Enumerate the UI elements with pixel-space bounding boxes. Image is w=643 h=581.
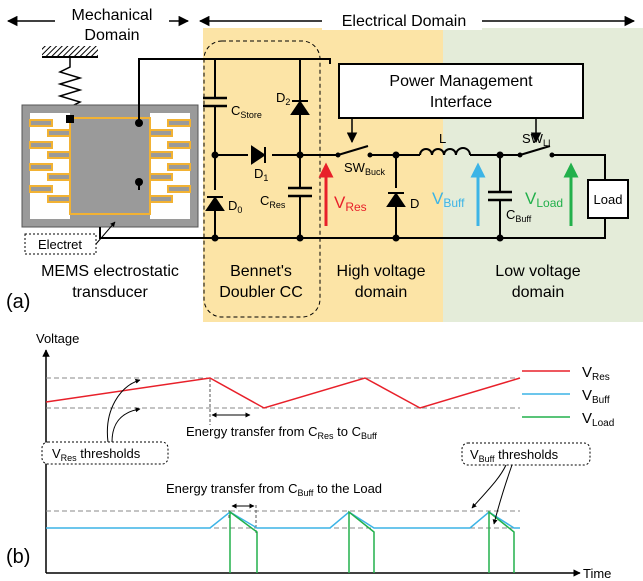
v-load-label: VLoad (525, 189, 563, 210)
pmi-label: Power Management (389, 73, 533, 90)
power-management-interface (338, 63, 584, 119)
low-voltage-label-2: domain (512, 284, 564, 301)
v-load-line-3 (488, 510, 515, 573)
x-axis-label: Time (583, 566, 611, 581)
v-load-line (229, 510, 258, 573)
panel-b-label: (b) (6, 546, 30, 568)
high-voltage-label-2: domain (355, 284, 407, 301)
mems-label-2: transducer (72, 284, 148, 301)
energy-transfer-res: Energy transfer from CRes to CBuff (186, 424, 377, 441)
mechanical-domain-label-2: Domain (84, 27, 139, 44)
svg-text:D: D (410, 196, 419, 211)
pmi-label-2: Interface (430, 94, 492, 111)
legend: VRes VBuff VLoad (522, 364, 614, 429)
svg-text:SWLI: SWLI (522, 131, 550, 148)
svg-text:VLoad: VLoad (582, 410, 614, 429)
svg-text:CRes: CRes (260, 193, 286, 210)
y-axis-label: Voltage (36, 331, 79, 346)
mems-right-fingers (149, 119, 191, 203)
vbuff-thresholds-box (461, 442, 591, 466)
high-voltage-label: High voltage (337, 263, 426, 280)
bennet-label-2: Doubler CC (219, 284, 303, 301)
mems-shuttle (69, 117, 151, 215)
mechanical-domain-label: Mechanical (72, 7, 153, 24)
v-load-line-2 (348, 510, 375, 573)
bennet-doubler-box (203, 40, 321, 318)
component-labels: CStore D2 D1 D0 CRes SWBuck L D CBuff SW… (228, 90, 550, 224)
electrical-domain-label: Electrical Domain (342, 13, 466, 30)
inductor (419, 147, 471, 156)
vres-thresholds-box (41, 441, 169, 465)
panel-a-label: (a) (6, 291, 30, 313)
mems-label: MEMS electrostatic (41, 263, 179, 280)
v-buff-label: VBuff (432, 189, 465, 210)
load-box (587, 179, 629, 219)
switches (337, 145, 551, 156)
load-label: Load (594, 192, 623, 207)
svg-text:D2: D2 (276, 90, 290, 107)
anchor-hatch (42, 46, 98, 57)
v-res-label: VRes (334, 193, 367, 214)
v-res-line (45, 377, 521, 409)
svg-text:VRes: VRes (582, 364, 610, 383)
vres-thresholds-label: VRes thresholds (52, 446, 141, 463)
svg-text:SWBuck: SWBuck (344, 160, 385, 177)
svg-text:CBuff: CBuff (506, 207, 532, 224)
svg-text:VBuff: VBuff (582, 387, 610, 406)
diodes (205, 100, 406, 211)
mems-left-fingers (29, 119, 71, 203)
energy-transfer-buff: Energy transfer from CBuff to the Load (166, 481, 382, 498)
v-buff-line (46, 511, 520, 529)
low-voltage-label: Low voltage (495, 263, 580, 280)
svg-text:D1: D1 (254, 166, 268, 183)
svg-text:D0: D0 (228, 198, 242, 215)
electret-label: Electret (38, 237, 82, 252)
svg-text:L: L (439, 131, 446, 146)
bennet-label: Bennet's (230, 263, 292, 280)
junctions (211, 151, 504, 242)
capacitors (203, 96, 512, 202)
vbuff-thresholds-label: VBuff thresholds (470, 447, 559, 464)
svg-text:CStore: CStore (231, 103, 262, 120)
